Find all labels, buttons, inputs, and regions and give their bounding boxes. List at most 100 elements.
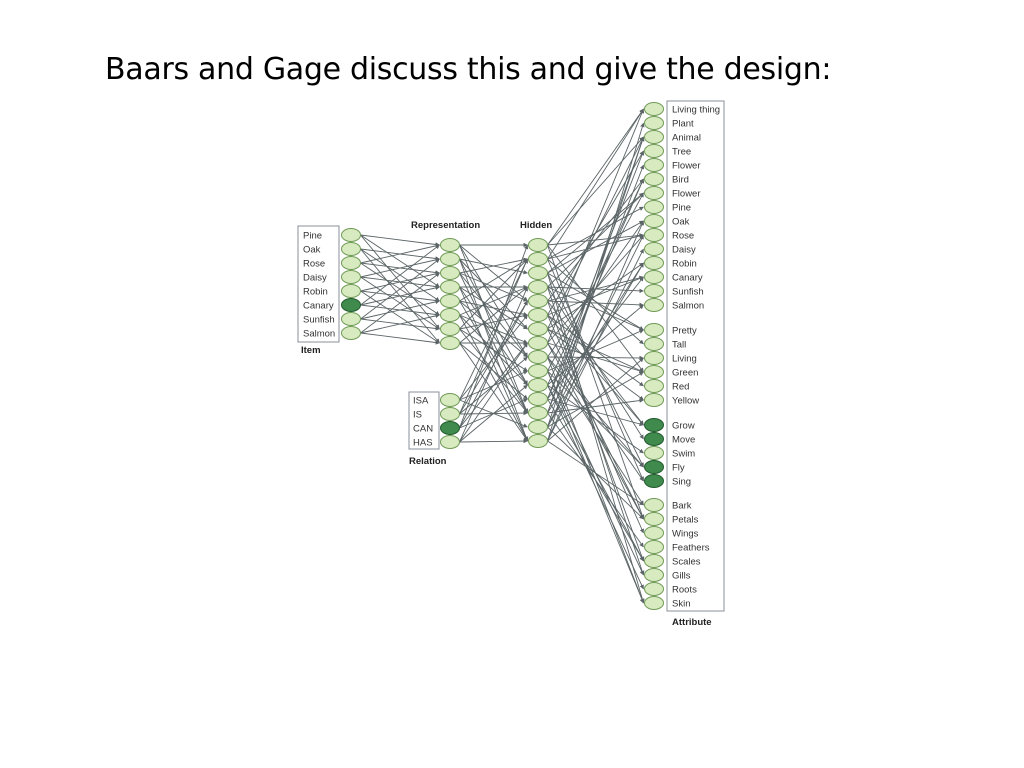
connection-line — [459, 258, 528, 330]
connection-line — [360, 257, 440, 278]
hidden-unit — [528, 434, 548, 448]
attribute-unit — [644, 144, 664, 158]
attribute-label: Swim — [672, 449, 695, 460]
attribute-label: Petals — [672, 515, 699, 526]
relation-unit — [440, 421, 460, 435]
attribute-unit — [644, 228, 664, 242]
hidden-unit — [528, 266, 548, 280]
attribute-unit — [644, 596, 664, 610]
attribute-label: Tree — [672, 147, 691, 158]
relation-unit — [440, 435, 460, 449]
connection-line — [459, 328, 528, 372]
hidden-unit — [528, 392, 548, 406]
connection-line — [360, 271, 440, 292]
item-unit — [341, 228, 361, 242]
attribute-label: Flower — [672, 189, 701, 200]
item-label: Sunfish — [303, 315, 335, 326]
label-boxes — [297, 100, 725, 612]
item-label: Oak — [303, 245, 321, 256]
attribute-header: Attribute — [672, 617, 712, 628]
connection-line — [459, 258, 528, 302]
item-label: Canary — [303, 301, 334, 312]
attribute-unit — [644, 242, 664, 256]
attribute-label: Sing — [672, 477, 691, 488]
connection-line — [547, 328, 644, 520]
attribute-label: Wings — [672, 529, 699, 540]
attribute-unit — [644, 214, 664, 228]
attribute-unit — [644, 116, 664, 130]
connection-line — [459, 313, 528, 330]
layer-headers: Item Representation Hidden Relation Attr… — [301, 220, 712, 628]
unit-nodes — [341, 102, 664, 610]
attribute-unit — [644, 298, 664, 312]
attribute-unit — [644, 186, 664, 200]
attribute-label: Skin — [672, 599, 690, 610]
connection-line — [459, 258, 528, 401]
attribute-unit — [644, 130, 664, 144]
hidden-unit — [528, 364, 548, 378]
representation-unit — [440, 322, 460, 336]
attribute-label: Scales — [672, 557, 701, 568]
connection-line — [459, 300, 528, 415]
attribute-label: Move — [672, 435, 695, 446]
attribute-unit — [644, 498, 664, 512]
attribute-label: Tall — [672, 340, 686, 351]
item-label: Robin — [303, 287, 328, 298]
connection-line — [547, 136, 644, 330]
connection-line — [547, 108, 644, 246]
attribute-label: Salmon — [672, 301, 704, 312]
attribute-unit — [644, 582, 664, 596]
attribute-label: Animal — [672, 133, 701, 144]
attribute-label: Grow — [672, 421, 695, 432]
attribute-unit — [644, 393, 664, 407]
hidden-unit — [528, 378, 548, 392]
connection-line — [547, 220, 644, 442]
connection-line — [360, 299, 440, 320]
attribute-unit — [644, 102, 664, 116]
item-unit — [341, 326, 361, 340]
representation-header: Representation — [411, 220, 480, 231]
attribute-label: Green — [672, 368, 698, 379]
attribute-label: Roots — [672, 585, 697, 596]
attribute-unit — [644, 337, 664, 351]
attribute-unit — [644, 284, 664, 298]
connection-line — [459, 300, 528, 317]
item-unit — [341, 284, 361, 298]
attribute-unit — [644, 323, 664, 337]
attribute-label: Yellow — [672, 396, 699, 407]
attribute-label: Fly — [672, 463, 685, 474]
hidden-unit — [528, 350, 548, 364]
attribute-unit — [644, 512, 664, 526]
attribute-unit — [644, 474, 664, 488]
connection-line — [547, 314, 644, 426]
connection-line — [360, 234, 440, 288]
attribute-unit — [644, 418, 664, 432]
connection-line — [459, 257, 528, 274]
connection-line — [459, 286, 528, 344]
connection-line — [459, 286, 528, 316]
attribute-unit — [644, 540, 664, 554]
hidden-unit — [528, 252, 548, 266]
representation-unit — [440, 308, 460, 322]
attribute-unit — [644, 256, 664, 270]
connection-line — [360, 332, 440, 345]
connection-line — [459, 384, 528, 443]
connection-line — [459, 438, 528, 444]
connection-line — [547, 108, 644, 260]
attribute-unit — [644, 460, 664, 474]
connection-line — [360, 272, 440, 334]
item-unit — [341, 256, 361, 270]
attribute-unit — [644, 526, 664, 540]
item-label-box — [297, 225, 340, 343]
relation-label: ISA — [413, 396, 429, 407]
relation-label: HAS — [413, 438, 433, 449]
connection-line — [547, 178, 644, 302]
attribute-label-box — [666, 100, 725, 612]
connection-line — [459, 286, 528, 443]
connection-line — [360, 290, 440, 344]
connection-line — [547, 164, 645, 414]
connection-line — [360, 243, 440, 264]
attribute-label: Canary — [672, 273, 703, 284]
hidden-unit — [528, 336, 548, 350]
connection-line — [547, 262, 644, 330]
